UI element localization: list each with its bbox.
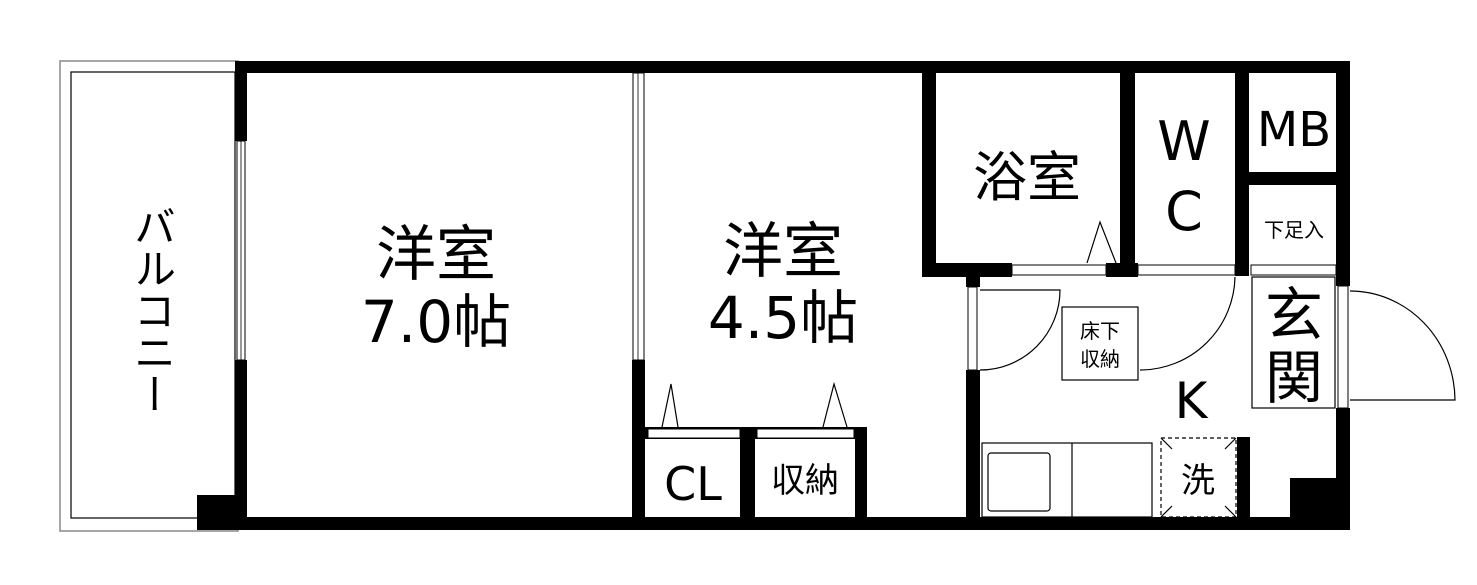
walls <box>197 61 1350 530</box>
fixtures <box>981 276 1336 518</box>
entrance-step <box>1251 276 1336 409</box>
underfloor-storage-box <box>1061 306 1139 381</box>
washer-space <box>1160 437 1237 518</box>
western-room-1-size: 7.0帖 <box>361 288 511 356</box>
western-room-1-name: 洋室 <box>376 220 496 290</box>
underfloor-storage-label-1: 床下 <box>1080 319 1120 343</box>
windows <box>236 72 1349 439</box>
kitchen-label: K <box>1175 372 1209 430</box>
door-swings <box>661 220 1456 428</box>
shoe-storage-label: 下足入 <box>1264 218 1324 242</box>
entrance-label-2: 関 <box>1265 344 1323 412</box>
entrance-label-1: 玄 <box>1265 281 1323 349</box>
western-room-2-size: 4.5帖 <box>708 284 858 352</box>
washer-label: 洗 <box>1181 461 1215 501</box>
wc-label-w: W <box>1157 110 1210 173</box>
kitchen-counter <box>981 442 1153 518</box>
bathroom-label: 浴室 <box>973 146 1081 209</box>
room-labels: バルコニー 洋室 7.0帖 洋室 4.5帖 浴室 W C MB 下足入 玄 関 … <box>128 102 1332 511</box>
western-room-2-name: 洋室 <box>723 217 843 287</box>
balcony-label: バルコニー <box>128 205 177 415</box>
underfloor-storage-label-2: 収納 <box>1080 347 1120 371</box>
storage-label: 収納 <box>771 461 839 501</box>
closet-label: CL <box>664 457 722 511</box>
sink <box>987 452 1051 512</box>
wc-label-c: C <box>1165 180 1203 243</box>
meter-box-label: MB <box>1257 102 1331 158</box>
